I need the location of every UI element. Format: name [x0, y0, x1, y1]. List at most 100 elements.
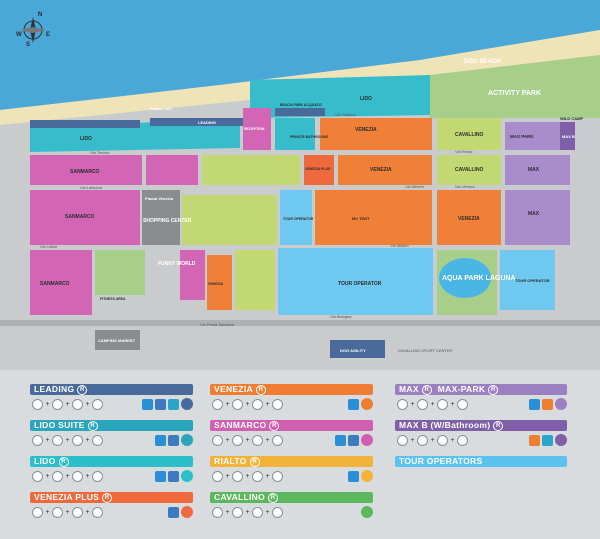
amenity-icon [232, 434, 243, 446]
amenity-icon [212, 506, 223, 518]
amenity-icon [457, 434, 468, 446]
zone-venezia-top [320, 118, 432, 150]
service-icon [142, 398, 153, 410]
label-leading: LEADING [198, 120, 216, 125]
distance-badge-icon [361, 434, 373, 446]
amenity-icon [397, 398, 408, 410]
plus-icon: + [245, 472, 250, 480]
plus-icon: + [65, 400, 70, 408]
map-canvas: N W E S DOG BEACH ACTIVITY PARK WILD CAM… [0, 0, 600, 370]
legend-label: RIALTO [214, 456, 247, 466]
label-venezia-r2: VENEZIA [370, 167, 392, 173]
label-sanmarco-r4: SANMARCO [40, 281, 70, 287]
legend-label: VENEZIA PLUS [34, 492, 100, 502]
zone-venezia-r4 [207, 255, 232, 310]
legend-label: MAX [399, 384, 419, 394]
label-cavallino-2: CAVALLINO [455, 167, 484, 173]
plus-icon: + [45, 508, 50, 516]
plus-icon: + [85, 508, 90, 516]
zone-leading-b [275, 108, 325, 116]
zone-max-r2 [505, 155, 570, 185]
reserved-icon: R [77, 384, 88, 395]
label-camping-market: CAMPING MARKET [98, 338, 136, 343]
label-lido-left: LIDO [80, 136, 92, 142]
label-cavallino-1: CAVALLINO [455, 132, 484, 138]
amenity-icon [72, 398, 83, 410]
reserved-icon: R [488, 384, 499, 395]
amenity-icon [212, 434, 223, 446]
service-icon [168, 470, 179, 482]
street-latisana: Via Latisana [80, 185, 103, 190]
zone-venezia-r3 [315, 190, 432, 245]
plus-icon: + [65, 436, 70, 444]
legend-amenity-icons: +++ [30, 470, 193, 482]
amenity-icon [32, 506, 43, 518]
label-shopping: SHOPPING CENTER [143, 218, 192, 224]
plus-icon: + [410, 436, 415, 444]
service-icon [168, 398, 179, 410]
distance-badge-icon [181, 398, 193, 410]
amenity-icon [32, 434, 43, 446]
legend-label: CAVALLINO [214, 492, 266, 502]
reception-block [243, 108, 271, 150]
zone-venezia-r2 [338, 155, 432, 185]
amenity-icon [212, 470, 223, 482]
zone-cavallino-r3 [182, 195, 277, 245]
plus-icon: + [450, 436, 455, 444]
legend-label: LIDO [34, 456, 56, 466]
distance-badge-icon [181, 506, 193, 518]
street-padova: Via Padova [335, 112, 356, 117]
legend-amenity-icons: +++ [210, 506, 373, 518]
plus-icon: + [225, 472, 230, 480]
service-icon [529, 434, 540, 446]
legend-label: MAX B (W/Bathroom) [399, 420, 491, 430]
label-venezia-r3: VENEZIA [458, 216, 480, 222]
plus-icon: + [65, 508, 70, 516]
amenity-icon [52, 506, 63, 518]
label-private-bath: PRIVATE BATHROOMS [290, 135, 329, 139]
legend-label-2: MAX-PARK [437, 384, 486, 394]
legend-tour_operators: TOUR OPERATORS [395, 456, 567, 467]
label-max-r2: MAX [528, 167, 540, 173]
zone-max-r3 [505, 190, 570, 245]
shopping-block [142, 190, 180, 245]
reserved-icon: R [58, 456, 69, 467]
zone-cavallino-r2b [437, 155, 501, 185]
street-udine: Via Udine [40, 244, 58, 249]
zone-tour-r4 [278, 248, 433, 315]
service-icon [348, 470, 359, 482]
plus-icon: + [85, 436, 90, 444]
service-icon [348, 434, 359, 446]
label-beach-park: BEACH PARK ACQUATIC [280, 103, 323, 107]
label-sanmarco-r3: SANMARCO [65, 214, 95, 220]
service-icon [155, 434, 166, 446]
label-activity-park: ACTIVITY PARK [488, 90, 541, 97]
zone-sanmarco-r2a [30, 155, 142, 185]
label-sport-center: CAVALLINO SPORT CENTER [398, 348, 452, 353]
amenity-icon [232, 398, 243, 410]
amenity-icon [92, 470, 103, 482]
reserved-icon: R [255, 384, 266, 395]
label-fitness: FITNESS AREA [100, 297, 126, 301]
amenity-icon [52, 434, 63, 446]
service-icon [335, 434, 346, 446]
plus-icon: + [410, 400, 415, 408]
label-venezia-plus: VENEZIA PLUS [305, 167, 331, 171]
distance-badge-icon [361, 398, 373, 410]
service-icon [529, 398, 540, 410]
amenity-icon [437, 434, 448, 446]
amenity-icon [72, 434, 83, 446]
amenity-icon [92, 506, 103, 518]
amenity-icon [232, 506, 243, 518]
plus-icon: + [245, 436, 250, 444]
amenity-icon [417, 434, 428, 446]
plus-icon: + [245, 400, 250, 408]
